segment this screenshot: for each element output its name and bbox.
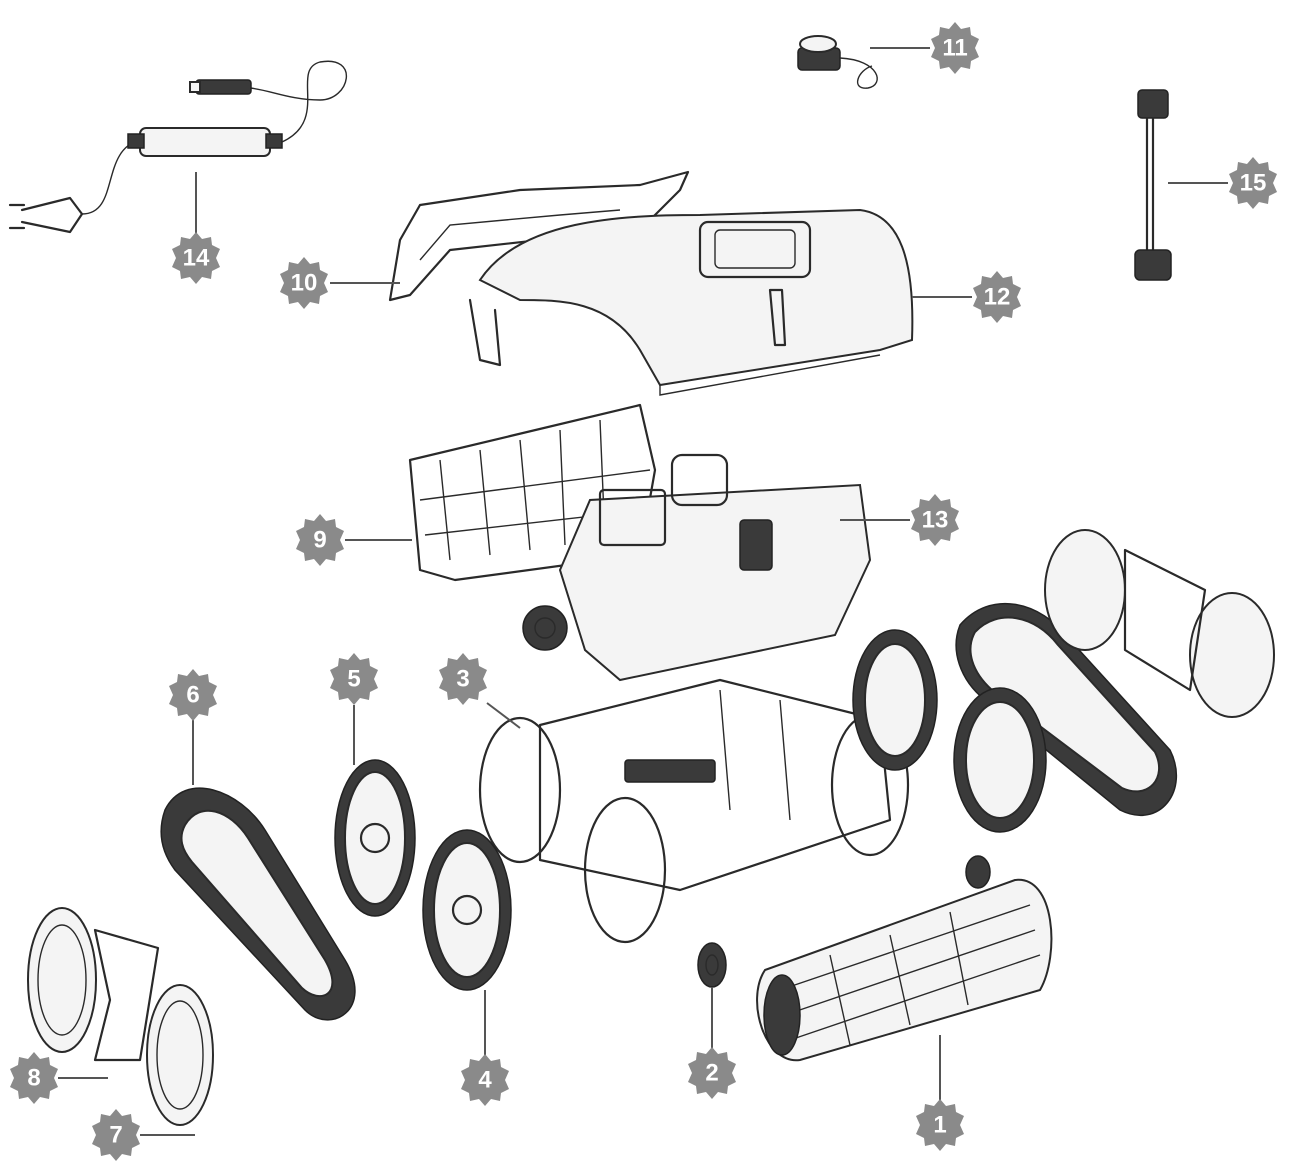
badge-star-icon: [92, 1109, 140, 1161]
callout-15: 15: [1229, 157, 1277, 209]
callout-5: 5: [330, 653, 378, 705]
wheel-4-part: [422, 829, 512, 991]
badge-star-icon: [688, 1047, 736, 1099]
callout-label: 9: [313, 527, 326, 554]
brush-roller-part: [756, 855, 1053, 1062]
badge-star-icon: [172, 232, 220, 284]
badge-star-icon: [439, 653, 487, 705]
callout-3: 3: [439, 653, 487, 705]
callout-label: 2: [705, 1060, 718, 1087]
callout-2: 2: [688, 1047, 736, 1099]
track-assembly-right-part: [852, 529, 1275, 833]
drive-gear-part: [697, 942, 727, 988]
callout-12: 12: [973, 271, 1021, 323]
callout-10: 10: [280, 257, 328, 309]
callout-label: 6: [186, 682, 199, 709]
callout-label: 11: [942, 35, 967, 62]
callout-label: 7: [109, 1122, 122, 1149]
badge-star-icon: [931, 22, 979, 74]
callout-8: 8: [10, 1052, 58, 1104]
wheel-5-part: [334, 759, 416, 917]
badge-star-icon: [169, 669, 217, 721]
callout-label: 1: [933, 1112, 946, 1139]
callout-label: 3: [456, 666, 469, 693]
badge-star-icon: [911, 494, 959, 546]
track-belt-left-part: [160, 787, 356, 1021]
callout-1: 1: [916, 1099, 964, 1151]
swivel-connector-part: [1134, 89, 1172, 281]
badge-star-icon: [973, 271, 1021, 323]
badge-star-icon: [330, 653, 378, 705]
power-adapter-part: [8, 60, 348, 234]
badge-star-icon: [1229, 157, 1277, 209]
badge-star-icon: [10, 1052, 58, 1104]
chassis-part: [478, 678, 910, 944]
callout-label: 4: [478, 1067, 492, 1094]
cable-cap-part: [797, 35, 878, 89]
callout-label: 5: [347, 666, 360, 693]
callout-13: 13: [911, 494, 959, 546]
badge-star-icon: [916, 1099, 964, 1151]
motor-block-part: [522, 453, 872, 682]
callout-label: 8: [27, 1065, 40, 1092]
callout-14: 14: [172, 232, 220, 284]
callout-11: 11: [931, 22, 979, 74]
callout-4: 4: [461, 1054, 509, 1106]
side-wheels-left-part: [27, 907, 214, 1126]
badge-star-icon: [296, 514, 344, 566]
callout-label: 13: [922, 507, 949, 534]
callout-7: 7: [92, 1109, 140, 1161]
callout-label: 12: [984, 284, 1011, 311]
callout-6: 6: [169, 669, 217, 721]
leader-lines: [58, 47, 1228, 1136]
callout-label: 10: [291, 270, 318, 297]
callout-label: 15: [1240, 170, 1267, 197]
main-cover-part: [478, 208, 914, 396]
callout-label: 14: [183, 245, 210, 272]
badge-star-icon: [280, 257, 328, 309]
badge-star-icon: [461, 1054, 509, 1106]
callout-9: 9: [296, 514, 344, 566]
top-handle-frame-part: [388, 170, 690, 367]
